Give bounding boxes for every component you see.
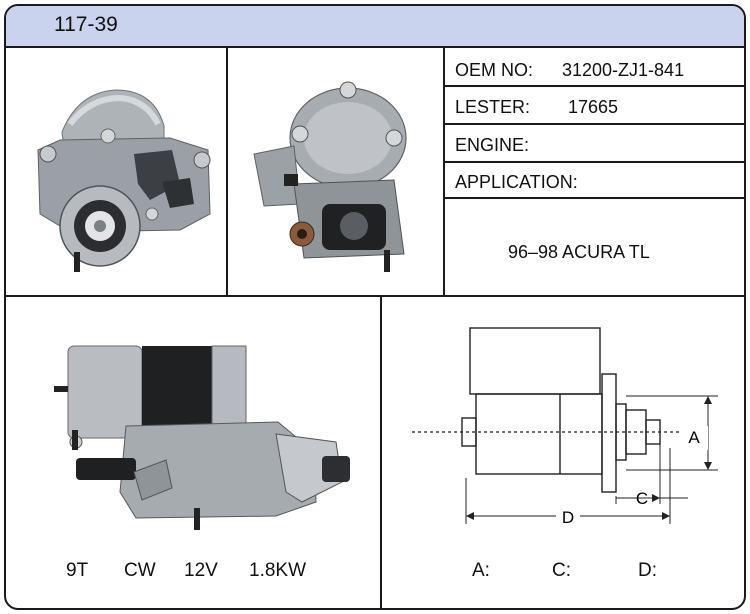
divider-v3 xyxy=(380,297,382,608)
header-bar: 117-39 xyxy=(6,6,744,48)
starter-front-photo xyxy=(37,89,211,272)
oem-label: OEM NO: xyxy=(455,60,534,80)
lester-label: LESTER: xyxy=(455,97,531,117)
oem-value: 31200-ZJ1-841 xyxy=(562,60,685,80)
diagram-label-c: C xyxy=(636,489,648,508)
starter-side-photo xyxy=(54,345,350,530)
diagram-solenoid xyxy=(469,327,601,395)
spec-voltage: 12V xyxy=(184,560,218,581)
divider-v2 xyxy=(443,46,445,297)
dimension-diagram: A C D xyxy=(412,327,718,527)
divider-h-middle xyxy=(6,295,744,297)
dimension-a-label: A: xyxy=(472,560,490,581)
diagram-label-d: D xyxy=(562,508,574,527)
divider-v1 xyxy=(226,46,228,297)
dimension-d-label: D: xyxy=(638,560,657,581)
application-label: APPLICATION: xyxy=(455,172,578,192)
spec-power: 1.8KW xyxy=(249,560,307,581)
lester-value: 17665 xyxy=(568,97,619,117)
application-value: 96–98 ACURA TL xyxy=(508,242,650,262)
diagram-flange xyxy=(601,373,617,493)
diagram-label-a: A xyxy=(688,428,700,447)
engine-label: ENGINE: xyxy=(455,135,530,155)
starter-rear-photo xyxy=(253,81,407,272)
diagram-motor-body xyxy=(475,393,603,475)
divider-h-application xyxy=(445,197,744,199)
spec-rotation: CW xyxy=(124,560,156,581)
dimension-c-label: C: xyxy=(552,560,571,581)
part-number-title: 117-39 xyxy=(54,13,118,36)
divider-h-lester xyxy=(445,123,744,125)
divider-h-oem xyxy=(445,85,744,87)
product-sheet: 117-39 OEM NO: 31200-ZJ1-841 LESTER: 176… xyxy=(4,4,746,610)
divider-h-engine xyxy=(445,161,744,163)
spec-teeth: 9T xyxy=(66,560,89,581)
